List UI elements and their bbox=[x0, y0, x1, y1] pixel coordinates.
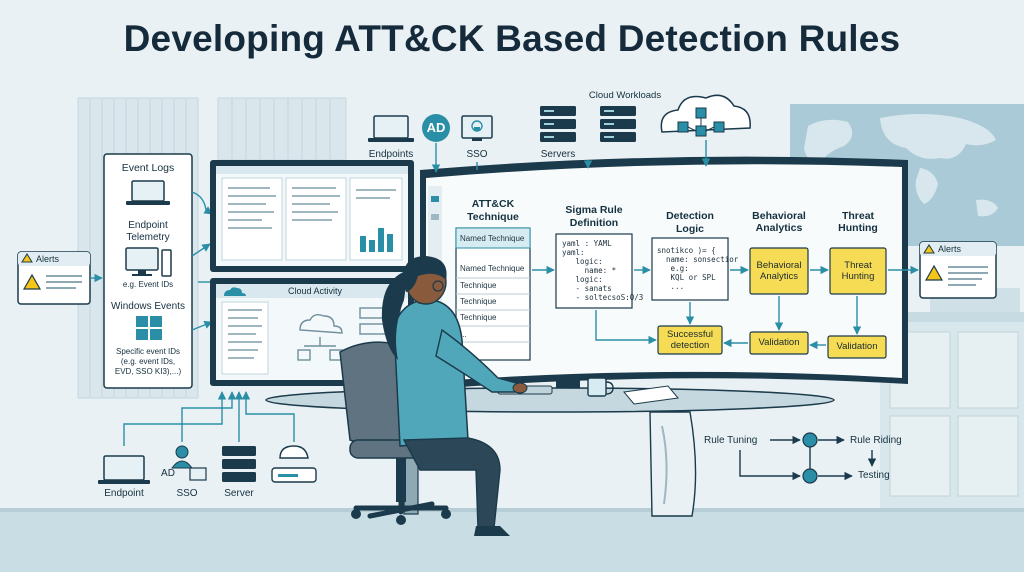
sso-monitor-icon bbox=[461, 115, 493, 141]
technique-list bbox=[455, 227, 531, 361]
sigma-code: yaml : YAML yaml: logic: name: * logic: … bbox=[562, 239, 644, 302]
endpoints-label: Endpoints bbox=[368, 149, 414, 160]
windows-logo-icon bbox=[136, 316, 162, 340]
top-laptop-icon bbox=[368, 115, 414, 142]
cloud-workloads-label: Cloud Workloads bbox=[588, 90, 662, 101]
validation-box-2 bbox=[827, 335, 887, 359]
technique-item: Technique bbox=[460, 297, 497, 306]
threat-header-1: Threat bbox=[841, 210, 875, 222]
bottom-laptop-icon bbox=[98, 455, 150, 484]
technique-item: Named Technique bbox=[460, 264, 525, 273]
sso-label: SSO bbox=[466, 149, 488, 160]
validation-box-1 bbox=[749, 331, 809, 355]
threat-box-label-2: Hunting bbox=[841, 271, 875, 282]
validation-label-1: Validation bbox=[758, 337, 800, 348]
specific-ids-line-3: EVD, SSO KI3),...) bbox=[114, 367, 182, 376]
paper-sheet bbox=[623, 385, 679, 405]
specific-ids-line-1: Specific event IDs bbox=[115, 347, 181, 356]
laptop-icon bbox=[126, 180, 170, 205]
attck-header-1: ATT&CK bbox=[471, 198, 515, 210]
ad-user-icon bbox=[171, 445, 207, 481]
floor-band bbox=[0, 508, 1024, 512]
successful-detection-label-1: Successful bbox=[667, 329, 713, 340]
behavioral-header-2: Analytics bbox=[755, 222, 803, 234]
warning-triangle-icon bbox=[923, 244, 935, 254]
technique-item: ... bbox=[460, 330, 467, 339]
event-sources-panel bbox=[103, 153, 193, 389]
desktop-monitor-icon bbox=[125, 247, 172, 277]
successful-detection-label-2: detection bbox=[670, 340, 710, 351]
windows-events-label: Windows Events bbox=[111, 301, 185, 312]
sigma-header-1: Sigma Rule bbox=[565, 204, 623, 216]
warning-triangle-icon bbox=[21, 253, 33, 263]
analyst-person bbox=[381, 256, 528, 536]
validation-label-2: Validation bbox=[836, 341, 878, 352]
page-title: Developing ATT&CK Based Detection Rules bbox=[123, 18, 901, 59]
warning-triangle-icon bbox=[22, 273, 42, 290]
floor bbox=[0, 508, 1024, 572]
monitor-top-left bbox=[210, 160, 414, 272]
event-logs-label: Event Logs bbox=[121, 162, 175, 174]
detection-header-2: Logic bbox=[676, 223, 704, 235]
endpoint-telemetry-label-2: Telemetry bbox=[126, 232, 170, 243]
sigma-header-2: Definition bbox=[569, 217, 619, 229]
alerts-left-label: Alerts bbox=[36, 254, 60, 264]
alerts-card-left bbox=[17, 251, 91, 305]
detection-code: snotikco )= { name: sonsectior e.g: KQL … bbox=[657, 246, 739, 291]
top-connector-lines bbox=[431, 140, 711, 173]
pipeline-arrows bbox=[532, 265, 919, 350]
bottom-endpoint-label: Endpoint bbox=[104, 488, 144, 499]
endpoint-telemetry-label-1: Endpoint bbox=[128, 220, 168, 231]
bottom-connector-lines bbox=[123, 391, 295, 446]
successful-detection-box bbox=[657, 325, 723, 355]
behavioral-box-label-1: Behavioral bbox=[756, 260, 802, 271]
ad-badge-label: AD bbox=[426, 120, 446, 135]
cloud-icon bbox=[224, 287, 246, 296]
bottom-cloud-router-icon bbox=[271, 445, 317, 483]
specific-ids-line-2: (e.g. event IDs, bbox=[120, 357, 176, 366]
rule-riding-label: Rule Riding bbox=[850, 435, 902, 446]
detection-header-1: Detection bbox=[666, 210, 714, 222]
attck-header-2: Technique bbox=[467, 211, 519, 223]
servers-label: Servers bbox=[540, 149, 576, 160]
bottom-sso-label: SSO bbox=[176, 488, 198, 499]
threat-header-2: Hunting bbox=[838, 222, 878, 234]
event-ids-label: e.g. Event IDs bbox=[122, 280, 174, 289]
behavioral-analytics-box bbox=[749, 247, 809, 295]
bottom-ad-label: AD bbox=[161, 468, 175, 479]
technique-item: Technique bbox=[460, 313, 497, 322]
testing-label: Testing bbox=[858, 470, 890, 481]
detection-logic-code-box bbox=[651, 237, 729, 301]
alerts-card-right bbox=[919, 241, 997, 299]
threat-box-label-1: Threat bbox=[844, 260, 872, 271]
servers-rack-icon bbox=[540, 106, 636, 142]
warning-triangle-icon bbox=[924, 264, 944, 281]
connector-arrows-left bbox=[90, 191, 213, 331]
background-blinds-mid bbox=[217, 97, 347, 161]
bottom-server-icon bbox=[222, 446, 256, 482]
coffee-mug-icon bbox=[587, 377, 614, 397]
bottom-server-label: Server bbox=[224, 488, 254, 499]
behavioral-header-1: Behavioral bbox=[752, 210, 806, 222]
rule-tuning-label: Rule Tuning bbox=[704, 435, 758, 446]
technique-header-item: Named Technique bbox=[460, 234, 525, 243]
behavioral-box-label-2: Analytics bbox=[759, 271, 798, 282]
cloud-workloads-icon bbox=[660, 94, 751, 137]
threat-hunting-box bbox=[829, 247, 887, 295]
rule-tuning-diagram bbox=[739, 432, 877, 484]
bar-chart-mini bbox=[360, 228, 393, 252]
ad-badge-icon bbox=[422, 114, 450, 142]
alerts-right-label: Alerts bbox=[938, 244, 962, 254]
sigma-rule-code-box bbox=[555, 233, 633, 309]
technique-item: Technique bbox=[460, 281, 497, 290]
cloud-activity-label: Cloud Activity bbox=[287, 286, 343, 296]
